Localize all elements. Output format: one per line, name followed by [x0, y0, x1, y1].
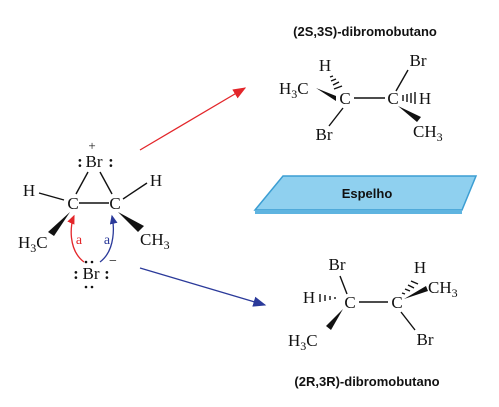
- bromonium-carbon-left: C: [67, 194, 78, 213]
- top-carbon-left: C: [339, 89, 350, 108]
- bottom-h-right: H: [414, 258, 426, 277]
- bottom-product-title: (2R,3R)-dibromobutano: [294, 374, 439, 389]
- bromonium-h-left: H: [23, 181, 35, 200]
- red-reaction-arrow: [139, 87, 247, 151]
- attack-label-red: a: [76, 233, 83, 248]
- bromide-minus-sign: −: [109, 254, 117, 269]
- mirror-label: Espelho: [342, 186, 393, 201]
- bottom-carbon-left: C: [344, 293, 355, 312]
- bromonium-ch3-right: CH3: [140, 230, 170, 252]
- bromonium-br: Br: [86, 152, 103, 171]
- bromide-br: Br: [83, 264, 100, 283]
- top-molecule-2s3s: H3C H C Br C Br H CH3: [279, 51, 443, 144]
- bottom-br-left: Br: [329, 255, 346, 274]
- bottom-molecule-2r3r: Br H C H3C C H CH3 Br: [288, 255, 458, 353]
- bottom-br-right: Br: [417, 330, 434, 349]
- bottom-ch3: CH3: [428, 278, 458, 300]
- top-carbon-right: C: [387, 89, 398, 108]
- bottom-hashed-bond-left: [319, 294, 336, 302]
- bromide-lone-pairs: [84, 260, 94, 289]
- bottom-h3c: H3C: [288, 331, 318, 353]
- bromonium-ion: + : Br : C C H H H3C CH3 a a : Br : −: [18, 138, 170, 289]
- mirror-plane: Espelho: [253, 175, 478, 214]
- bromide-colon-left: :: [73, 264, 79, 283]
- blue-reaction-arrow: [139, 267, 267, 307]
- top-h-right: H: [419, 89, 431, 108]
- attack-arrow-red: [67, 214, 85, 263]
- top-h3c: H3C: [279, 79, 309, 101]
- bromonium-plus-sign: +: [88, 138, 95, 153]
- top-br-left: Br: [316, 125, 333, 144]
- top-hashed-bond-left: [329, 75, 343, 90]
- bromide-colon-right: :: [104, 264, 110, 283]
- attack-arrow-blue: [99, 214, 118, 263]
- bromonium-h-right: H: [150, 171, 162, 190]
- bromonium-colon-left: :: [77, 152, 83, 171]
- bottom-h-left: H: [303, 288, 315, 307]
- bromonium-h3c-left: H3C: [18, 233, 48, 255]
- bromonium-carbon-right: C: [109, 194, 120, 213]
- bromonium-colon-right: :: [108, 152, 114, 171]
- top-hashed-bond-right: [402, 92, 416, 104]
- top-br-right: Br: [410, 51, 427, 70]
- bottom-carbon-right: C: [391, 293, 402, 312]
- top-h-left: H: [319, 56, 331, 75]
- top-ch3: CH3: [413, 122, 443, 144]
- top-product-title: (2S,3S)-dibromobutano: [293, 24, 437, 39]
- attack-label-blue: a: [104, 233, 111, 248]
- bottom-hashed-bond-right: [401, 280, 419, 295]
